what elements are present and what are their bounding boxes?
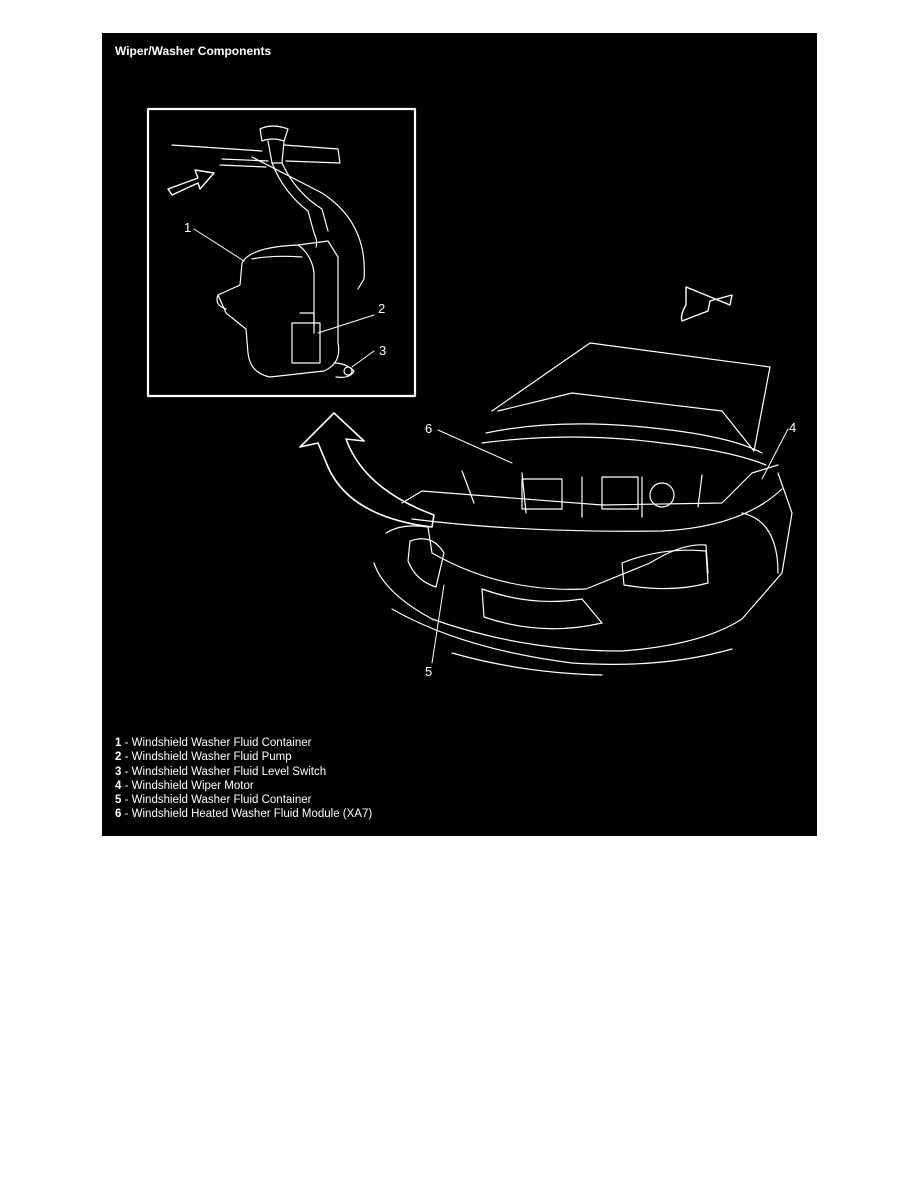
component-illustration: 1 2 3 4 5 6 <box>146 107 796 679</box>
legend-item: 4 - Windshield Wiper Motor <box>115 779 254 792</box>
callout-4: 4 <box>789 420 796 435</box>
diagram-figure: Wiper/Washer Components <box>102 33 817 836</box>
legend-item: 5 - Windshield Washer Fluid Container <box>115 794 312 807</box>
legend-item: 3 - Windshield Washer Fluid Level Switch <box>115 765 327 778</box>
legend-item: 6 - Windshield Heated Washer Fluid Modul… <box>115 808 373 821</box>
view-direction-arrow-car <box>680 286 733 322</box>
washer-reservoir-illustration <box>171 125 375 378</box>
vehicle-front-illustration <box>373 342 793 676</box>
component-legend: 1 - Windshield Washer Fluid Container 2 … <box>115 736 372 822</box>
legend-item: 1 - Windshield Washer Fluid Container <box>115 737 312 749</box>
figure-title: Wiper/Washer Components <box>115 44 272 58</box>
callout-2: 2 <box>378 301 385 316</box>
callout-5: 5 <box>425 664 432 679</box>
view-direction-arrow-inset <box>167 169 215 196</box>
callout-1: 1 <box>184 220 191 235</box>
legend-item: 2 - Windshield Washer Fluid Pump <box>115 751 292 764</box>
detail-inset-frame <box>146 107 417 398</box>
callout-6: 6 <box>425 421 432 436</box>
detail-callout-arrow <box>299 412 435 528</box>
callout-3: 3 <box>379 343 386 358</box>
